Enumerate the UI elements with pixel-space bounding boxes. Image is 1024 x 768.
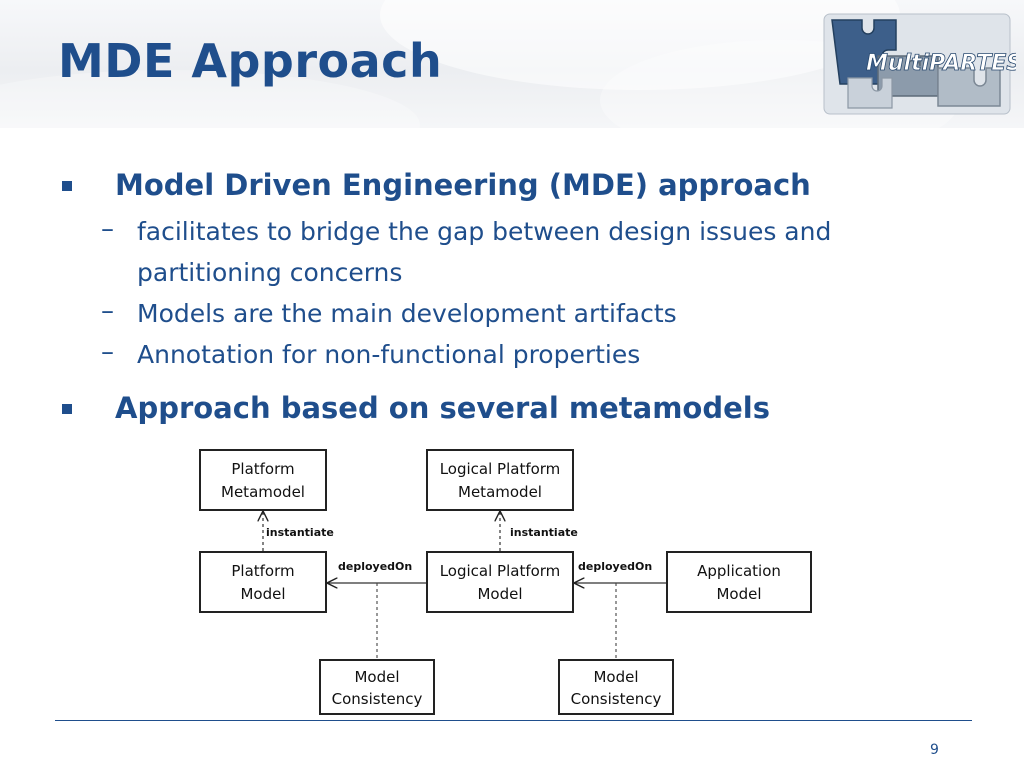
logo-text: MultiPARTES: [866, 51, 1016, 76]
node-label: Logical Platform: [440, 460, 561, 478]
node-label: Metamodel: [221, 483, 305, 501]
sub-bullet-bridge-gap: facilitates to bridge the gap between de…: [137, 217, 832, 287]
node-logical-platform-model: Logical Platform Model: [426, 551, 574, 613]
sub-bullet-annotation: Annotation for non-functional properties: [137, 340, 641, 369]
bullet-item-metamodels: Approach based on several metamodels: [115, 391, 770, 425]
node-label: Model: [354, 668, 399, 686]
edge-label-deployed-on-right: deployedOn: [578, 560, 652, 573]
bullet-item-mde: Model Driven Engineering (MDE) approach: [115, 168, 811, 202]
node-label: Model: [716, 585, 761, 603]
node-label: Logical Platform: [440, 562, 561, 580]
footer-divider: [55, 720, 972, 721]
node-model-consistency-left: Model Consistency: [319, 659, 435, 715]
node-model-consistency-right: Model Consistency: [558, 659, 674, 715]
sub-bullet-models-artifacts: Models are the main development artifact…: [137, 299, 677, 328]
slide-title: MDE Approach: [58, 34, 443, 88]
dash-marker: –: [101, 337, 114, 367]
dash-marker: –: [101, 296, 114, 326]
bullet-marker: [62, 181, 72, 191]
bullet-marker: [62, 404, 72, 414]
node-platform-model: Platform Model: [199, 551, 327, 613]
edge-label-instantiate-left: instantiate: [266, 526, 334, 539]
dash-marker: –: [101, 214, 114, 244]
node-label: Consistency: [571, 690, 662, 708]
node-label: Model: [477, 585, 522, 603]
node-label: Platform: [231, 460, 294, 478]
node-label: Consistency: [332, 690, 423, 708]
node-label: Application: [697, 562, 781, 580]
edge-label-deployed-on-left: deployedOn: [338, 560, 412, 573]
node-label: Model: [593, 668, 638, 686]
node-platform-metamodel: Platform Metamodel: [199, 449, 327, 511]
node-label: Platform: [231, 562, 294, 580]
page-number: 9: [930, 742, 939, 758]
edge-label-instantiate-right: instantiate: [510, 526, 578, 539]
node-logical-platform-metamodel: Logical Platform Metamodel: [426, 449, 574, 511]
node-label: Metamodel: [458, 483, 542, 501]
puzzle-pieces-icon: [831, 19, 1001, 109]
multipartes-logo: MultiPARTES: [823, 13, 1016, 115]
node-label: Model: [240, 585, 285, 603]
metamodel-diagram: Platform Metamodel Logical Platform Meta…: [199, 449, 812, 715]
node-application-model: Application Model: [666, 551, 812, 613]
